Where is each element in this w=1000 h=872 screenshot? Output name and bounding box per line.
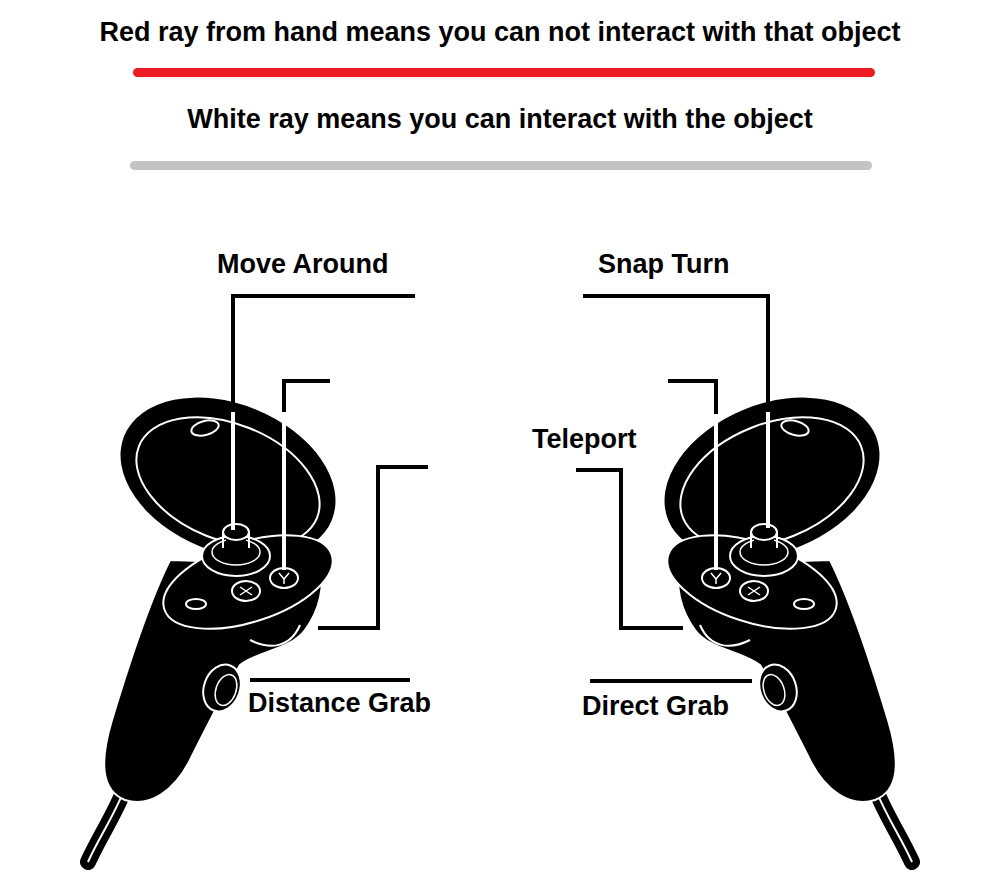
control-label-box: Distance Grab bbox=[248, 688, 431, 719]
legend-text: Red ray from hand means you can not inte… bbox=[99, 17, 900, 48]
leader-lines bbox=[233, 296, 768, 681]
control-label: Direct Grab bbox=[582, 691, 729, 722]
control-label: Distance Grab bbox=[248, 688, 431, 719]
control-label-box: Teleport bbox=[532, 424, 637, 455]
left-controller bbox=[88, 367, 360, 862]
legend-text-box: White ray means you can interact with th… bbox=[0, 104, 1000, 135]
control-label: Snap Turn bbox=[598, 249, 730, 280]
control-label: Move Around bbox=[217, 249, 389, 280]
control-label-box: Snap Turn bbox=[598, 249, 730, 280]
right-controller bbox=[640, 367, 912, 862]
control-label-box: Move Around bbox=[217, 249, 389, 280]
ray-swatch bbox=[130, 161, 872, 170]
legend-text: White ray means you can interact with th… bbox=[187, 104, 813, 135]
control-label-box: Direct Grab bbox=[582, 691, 729, 722]
control-label: Teleport bbox=[532, 424, 637, 455]
ray-swatch bbox=[133, 68, 875, 77]
legend-text-box: Red ray from hand means you can not inte… bbox=[0, 17, 1000, 48]
